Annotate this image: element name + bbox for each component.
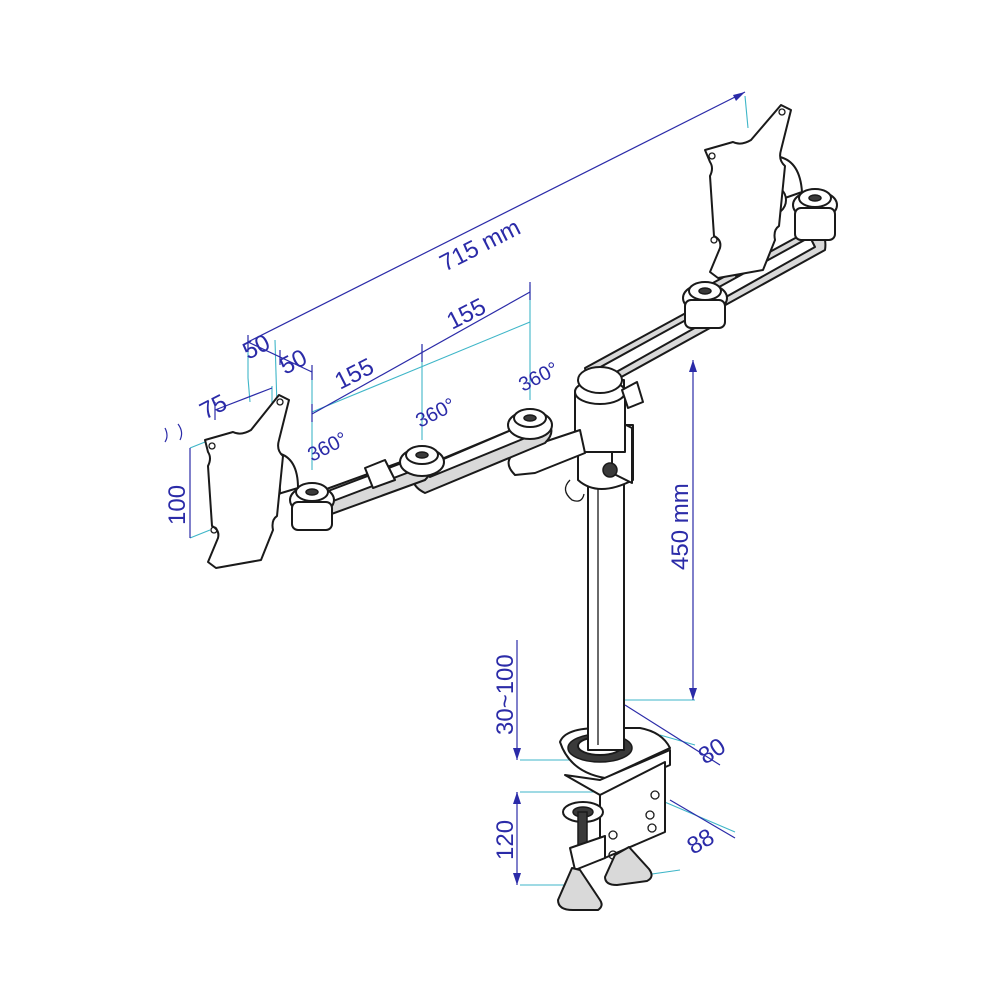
label-clamp-depth: 88 — [683, 823, 720, 860]
label-vesa-horizontal: 75 — [195, 389, 231, 425]
dim-line-total-width — [247, 91, 746, 343]
desk-clamp — [557, 727, 671, 911]
label-arm-segment-1: 155 — [330, 353, 378, 395]
label-total-width: 715 mm — [435, 214, 525, 277]
label-vesa-vertical: 100 — [164, 485, 191, 525]
left-arm — [237, 408, 586, 531]
left-vesa-plate — [204, 394, 290, 569]
label-rotation-3: 360° — [515, 358, 562, 396]
label-desk-thickness: 30~100 — [492, 654, 519, 735]
right-vesa-plate — [704, 104, 792, 279]
dim-line-clamp-depth — [669, 799, 736, 839]
dim-line-arm-segments — [311, 291, 531, 415]
label-pole-diameter: 80 — [694, 733, 731, 770]
label-pole-height: 450 mm — [667, 483, 694, 570]
dim-line-vesa-horizontal — [214, 387, 273, 411]
right-arm — [577, 156, 838, 409]
label-rotation-2: 360° — [412, 394, 459, 432]
dim-line-pole-diameter — [624, 704, 721, 766]
label-plate-offset-a: 50 — [238, 329, 274, 365]
label-arm-segment-2: 155 — [442, 293, 490, 335]
dimension-lines — [164, 91, 746, 885]
label-rotation-1: 360° — [304, 428, 351, 466]
label-plate-offset-b: 50 — [275, 344, 311, 380]
label-clamp-height: 120 — [492, 820, 519, 860]
